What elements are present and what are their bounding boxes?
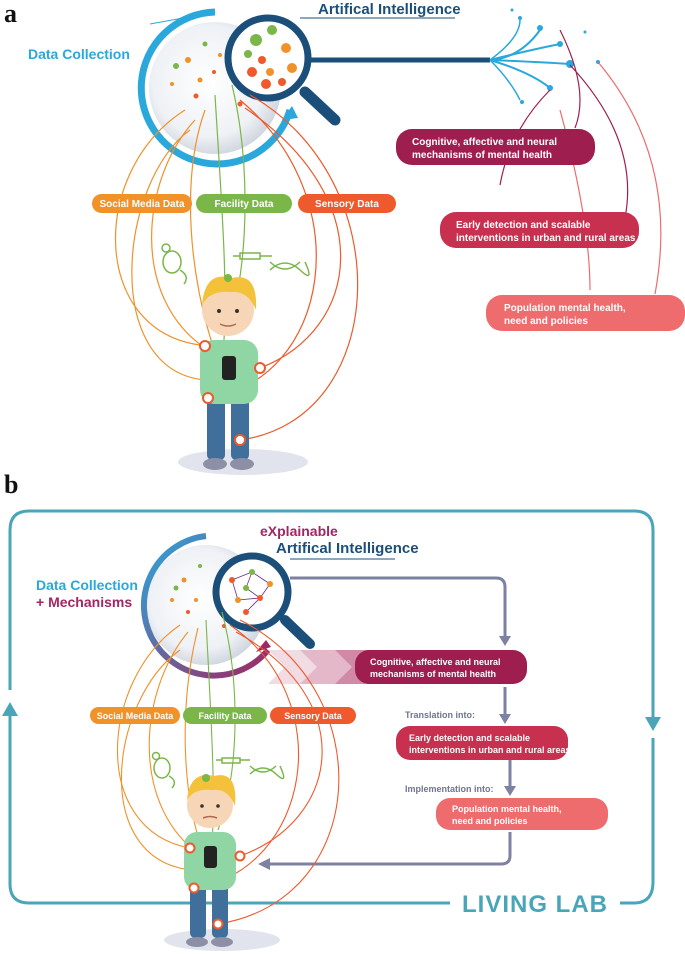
panel-a-child-illustration <box>178 274 308 475</box>
panel-a-outcome-early-detection: Early detection and scalable interventio… <box>440 212 639 248</box>
pill-label: Facility Data <box>215 199 274 210</box>
living-lab-loop <box>8 509 655 905</box>
outcome-line: Early detection and scalable <box>456 220 591 231</box>
panel-b-outcome-mechanisms: Cognitive, affective and neural mechanis… <box>355 650 527 684</box>
panel-a-mouse-icon <box>161 243 187 285</box>
outcome-line: interventions in urban and rural areas <box>456 233 636 244</box>
panel-b-mechanisms-label: + Mechanisms <box>36 594 132 610</box>
panel-b-pill-sensory: Sensory Data <box>270 707 356 724</box>
panel-b-child-illustration <box>164 774 280 951</box>
outcome-line: Population mental health, <box>452 804 562 814</box>
panel-b-data-collection-label: Data Collection <box>36 577 138 593</box>
living-lab-down-arrow <box>645 717 661 731</box>
panel-b-mouse-icon <box>151 751 176 789</box>
panel-a-ai-title: Artifical Intelligence <box>318 1 461 18</box>
panel-b-pill-social-media: Social Media Data <box>90 707 180 724</box>
outcome-line: Population mental health, <box>504 303 626 314</box>
outcome-line: mechanisms of mental health <box>412 150 552 161</box>
living-lab-up-arrow <box>2 702 18 716</box>
pill-label: Social Media Data <box>99 199 184 210</box>
panel-a-data-collection-label: Data Collection <box>28 46 130 62</box>
panel-a-pill-social-media: Social Media Data <box>92 194 192 213</box>
panel-a-pill-sensory: Sensory Data <box>298 194 396 213</box>
panel-a-outcome-population: Population mental health, need and polic… <box>486 295 685 331</box>
outcome-line: need and policies <box>504 316 588 327</box>
panel-b-syringe-icon <box>216 757 250 764</box>
living-lab-label: LIVING LAB <box>462 891 608 918</box>
pill-label: Social Media Data <box>97 711 175 721</box>
panel-b-outcome-early-detection: Early detection and scalable interventio… <box>396 726 571 760</box>
outcome-line: Cognitive, affective and neural <box>412 137 557 148</box>
outcome-line: Cognitive, affective and neural <box>370 657 501 667</box>
outcome-line: need and policies <box>452 816 528 826</box>
outcome-line: interventions in urban and rural areas <box>409 745 571 755</box>
pill-label: Facility Data <box>198 711 252 721</box>
panel-b-outcome-population: Population mental health, need and polic… <box>436 798 608 830</box>
outcome-line: Early detection and scalable <box>409 733 530 743</box>
panel-b-dna-icon <box>249 765 285 780</box>
panel-a-outcome-mechanisms: Cognitive, affective and neural mechanis… <box>396 129 595 165</box>
panel-b-data-streams <box>117 611 340 925</box>
panel-b-ai-title: Artifical Intelligence <box>276 540 419 557</box>
translation-label: Translation into: <box>405 710 475 720</box>
panel-b-pill-facility: Facility Data <box>183 707 267 724</box>
panel-b-xai-prefix: eXplainable <box>260 523 338 539</box>
implementation-label: Implementation into: <box>405 784 494 794</box>
panel-a-ai-output-fan <box>308 19 571 101</box>
panel-a-dna-icon <box>269 261 310 277</box>
outcome-line: mechanisms of mental health <box>370 669 496 679</box>
pill-label: Sensory Data <box>315 199 379 210</box>
panel-a-letter: a <box>4 0 17 28</box>
panel-b-letter: b <box>4 470 18 499</box>
panel-b-magnifier-icon <box>212 552 315 649</box>
pill-label: Sensory Data <box>284 711 343 721</box>
panel-b-flow-arrows <box>270 576 512 866</box>
panel-a-ai-output-dots <box>510 8 600 104</box>
panel-a-syringe-icon <box>233 252 272 260</box>
panel-b-flow-arrowheads <box>258 636 516 870</box>
panel-a-pill-facility: Facility Data <box>196 194 292 213</box>
